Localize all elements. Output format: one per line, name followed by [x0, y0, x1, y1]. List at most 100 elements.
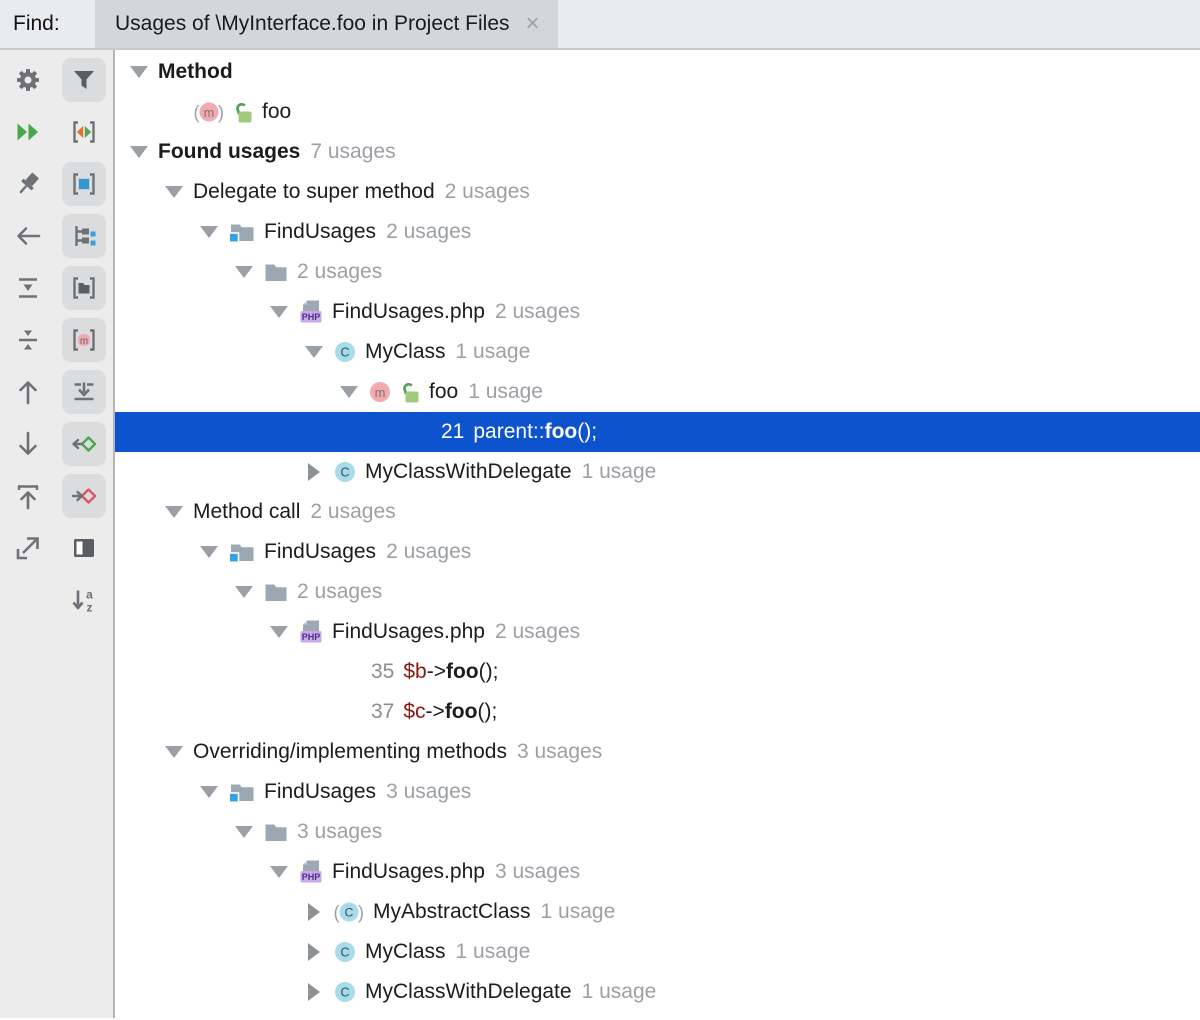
brackets-method-icon: m: [70, 326, 98, 354]
chevron-down-icon[interactable]: [130, 66, 148, 78]
svg-text:C: C: [345, 905, 354, 919]
tree-node-row[interactable]: Method: [115, 52, 1200, 92]
chevron-down-icon[interactable]: [235, 586, 253, 598]
svg-text:): ): [218, 103, 224, 123]
class-icon: C: [333, 940, 357, 964]
chevron-down-icon[interactable]: [235, 826, 253, 838]
green-diamond-arrow-icon: [70, 430, 98, 458]
arrow-up-bar-icon: [14, 482, 42, 510]
merge-usages-button[interactable]: [62, 110, 106, 154]
code-fragment: foo: [444, 700, 478, 723]
chevron-down-icon[interactable]: [270, 866, 288, 878]
usage-count: 1 usage: [455, 940, 531, 963]
next-occurrence-button[interactable]: [6, 422, 50, 466]
collapse-all-icon: [14, 326, 42, 354]
line-number: 21: [441, 420, 465, 443]
previous-occurrence-button[interactable]: [6, 370, 50, 414]
chevron-down-icon[interactable]: [340, 386, 358, 398]
chevron-right-icon[interactable]: [305, 983, 323, 1001]
chevron-down-icon[interactable]: [200, 786, 218, 798]
usage-count: 3 usages: [297, 820, 383, 843]
svg-text:a: a: [86, 588, 93, 602]
usages-tab-title: Usages of \MyInterface.foo in Project Fi…: [115, 12, 510, 35]
usage-count: 2 usages: [297, 580, 383, 603]
brackets-folder-icon: [70, 274, 98, 302]
chevron-right-icon[interactable]: [305, 463, 323, 481]
scroll-to-end-button[interactable]: [62, 370, 106, 414]
filter-button[interactable]: [62, 58, 106, 102]
group-by-usage-type-button[interactable]: [62, 162, 106, 206]
chevron-down-icon[interactable]: [165, 746, 183, 758]
group-by-method-button[interactable]: m: [62, 318, 106, 362]
tree-node-row[interactable]: 3 usages: [115, 812, 1200, 852]
tree-node-row[interactable]: 2 usages: [115, 572, 1200, 612]
tree-node-label: FindUsages.php: [332, 300, 485, 323]
close-icon[interactable]: ×: [525, 10, 540, 37]
jump-to-source-green-button[interactable]: [62, 422, 106, 466]
code-fragment: $b: [403, 660, 427, 683]
svg-text:C: C: [340, 986, 349, 1000]
usages-tab[interactable]: Usages of \MyInterface.foo in Project Fi…: [95, 0, 558, 48]
tree-node-row[interactable]: (m)foo: [115, 92, 1200, 132]
rerun-search-button[interactable]: [6, 110, 50, 154]
class-paren-icon: (C): [333, 900, 365, 924]
arrow-up-icon: [14, 378, 42, 406]
usage-count: 2 usages: [494, 300, 581, 323]
jump-to-source-red-button[interactable]: [62, 474, 106, 518]
group-by-directory-button[interactable]: [62, 266, 106, 310]
php-file-icon: PHP: [298, 859, 324, 885]
navigate-back-button[interactable]: [6, 214, 50, 258]
chevron-down-icon[interactable]: [270, 626, 288, 638]
chevron-down-icon[interactable]: [200, 226, 218, 238]
group-by-module-button[interactable]: [62, 214, 106, 258]
usage-count: 3 usages: [386, 780, 472, 803]
chevron-down-icon[interactable]: [165, 186, 183, 198]
open-in-new-window-button[interactable]: [6, 526, 50, 570]
show-in-editor-button[interactable]: [6, 474, 50, 518]
rerun-icon: [14, 118, 42, 146]
collapse-all-button[interactable]: [6, 318, 50, 362]
chevron-right-icon[interactable]: [305, 943, 323, 961]
chevron-down-icon[interactable]: [165, 506, 183, 518]
usage-code-row[interactable]: 37$c->foo();: [115, 692, 1200, 732]
expand-all-button[interactable]: [6, 266, 50, 310]
chevron-down-icon[interactable]: [305, 346, 323, 358]
code-fragment: ();: [477, 700, 498, 723]
pin-tab-button[interactable]: [6, 162, 50, 206]
usage-count: 2 usages: [386, 220, 472, 243]
svg-text:(: (: [334, 903, 340, 923]
chevron-down-icon[interactable]: [200, 546, 218, 558]
svg-text:z: z: [87, 601, 93, 615]
usage-code-row[interactable]: 35$b->foo();: [115, 652, 1200, 692]
settings-button[interactable]: [6, 58, 50, 102]
chevron-down-icon[interactable]: [130, 146, 148, 158]
chevron-right-icon[interactable]: [305, 903, 323, 921]
tree-node-label: MyClassWithDelegate: [365, 980, 572, 1003]
toggle-preview-button[interactable]: [62, 526, 106, 570]
red-diamond-arrow-icon: [70, 482, 98, 510]
tree-node-label: MyClassWithDelegate: [365, 460, 572, 483]
tree-node-row[interactable]: 2 usages: [115, 252, 1200, 292]
chevron-down-icon[interactable]: [235, 266, 253, 278]
chevron-down-icon[interactable]: [270, 306, 288, 318]
